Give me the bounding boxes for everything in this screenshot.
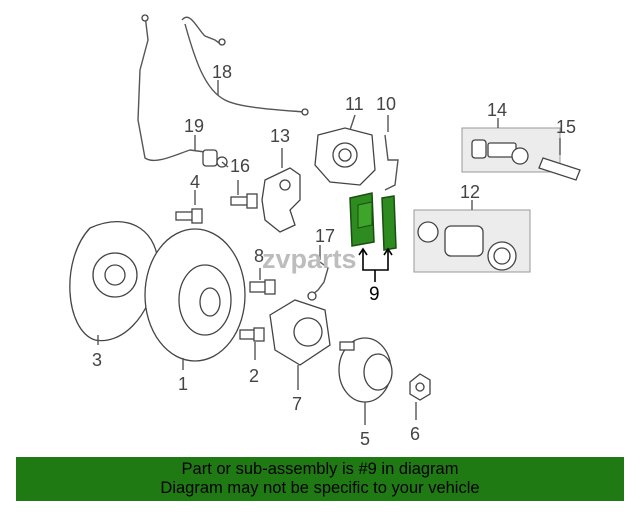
callout-6: 6 xyxy=(410,424,420,444)
callout-13: 13 xyxy=(270,126,290,146)
kit-12-box xyxy=(413,209,531,273)
callout-14: 14 xyxy=(487,100,507,120)
callout-10: 10 xyxy=(376,94,396,114)
callout-1: 1 xyxy=(178,374,188,394)
callout-8: 8 xyxy=(254,246,264,266)
brake-line-19 xyxy=(137,14,206,162)
banner-line-1: Part or sub-assembly is #9 in diagram xyxy=(181,460,459,478)
callout-9: 9 xyxy=(369,284,380,305)
banner-line-2: Diagram may not be specific to your vehi… xyxy=(160,479,480,497)
callout-18: 18 xyxy=(212,62,232,82)
callout-4: 4 xyxy=(190,172,200,192)
kit-14-box xyxy=(461,127,561,173)
brake-rotor-1 xyxy=(144,228,246,362)
callout-9-bracket xyxy=(358,247,393,282)
callout-11: 11 xyxy=(345,94,364,114)
callout-5: 5 xyxy=(360,429,370,449)
brake-pads-9 xyxy=(349,192,397,251)
clip-10 xyxy=(384,134,399,191)
guide-pin-15 xyxy=(538,157,581,181)
axle-nut-6 xyxy=(409,373,431,401)
wheel-bearing-7 xyxy=(269,299,331,366)
info-banner: Part or sub-assembly is #9 in diagram Di… xyxy=(16,457,624,501)
callout-15: 15 xyxy=(556,117,576,137)
callout-3: 3 xyxy=(92,350,102,370)
callout-17: 17 xyxy=(315,226,335,246)
leader-lines xyxy=(97,80,561,425)
bolt-8 xyxy=(249,279,276,295)
bolt-4 xyxy=(175,208,203,224)
callout-16: 16 xyxy=(230,156,250,176)
brake-line-18 xyxy=(181,16,309,116)
sensor-16 xyxy=(202,149,228,168)
callout-7: 7 xyxy=(292,394,302,414)
caliper-11 xyxy=(314,127,376,186)
dust-shield-3 xyxy=(69,221,159,342)
caliper-bracket-13 xyxy=(261,167,301,233)
bolt-2 xyxy=(239,327,265,342)
parts-diagram: 18 19 4 16 13 11 10 14 15 12 17 8 9 3 1 … xyxy=(69,14,581,449)
wear-sensor-17 xyxy=(307,261,329,301)
callout-2: 2 xyxy=(249,366,259,386)
callout-12: 12 xyxy=(460,182,480,202)
wheel-hub-5 xyxy=(338,337,393,403)
bolt-16 xyxy=(230,193,258,209)
callout-19: 19 xyxy=(184,116,204,136)
watermark-logo: zvparts xyxy=(262,244,357,274)
